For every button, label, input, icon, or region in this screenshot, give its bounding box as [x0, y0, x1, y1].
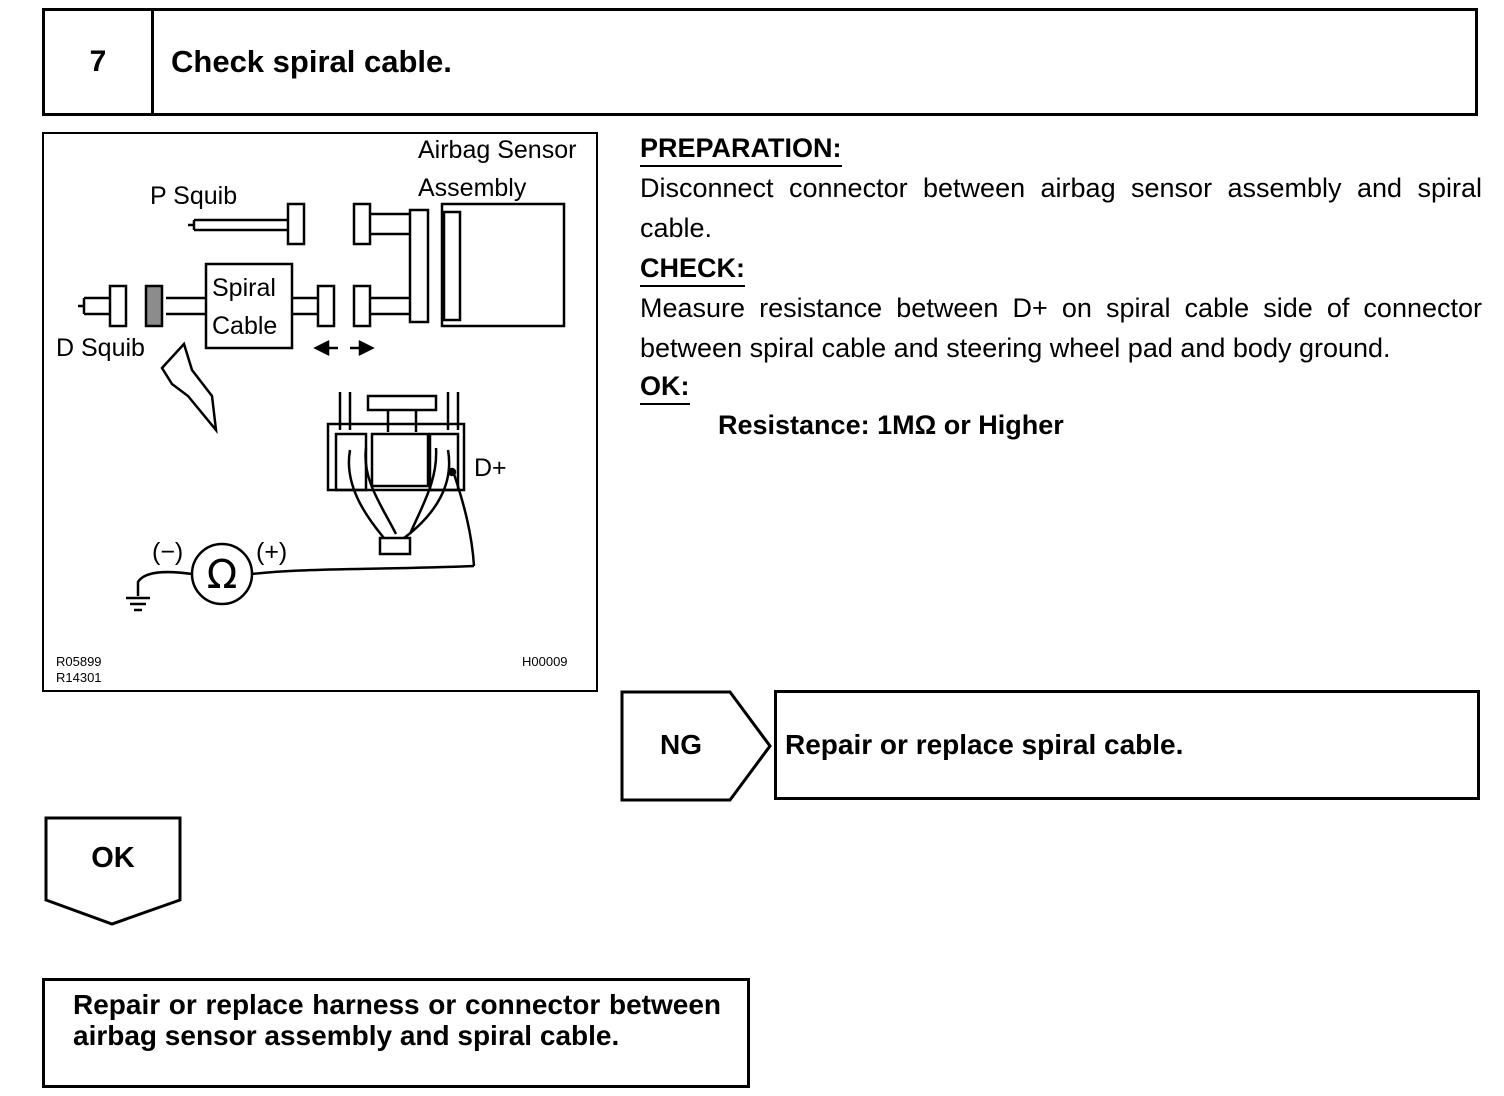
p-squib-label: P Squib [150, 182, 237, 210]
check-text: Measure resistance between D+ on spiral … [640, 293, 1482, 363]
ohmmeter-minus-lead [136, 570, 193, 596]
d-sensor-wire [370, 296, 410, 316]
spiral-cable-box [204, 262, 294, 350]
p-squib-connector [286, 202, 306, 246]
d-squib-shaded-connector [144, 284, 164, 328]
figure-code-1: R05899 [56, 654, 102, 669]
instructions: PREPARATION: Disconnect connector betwee… [640, 128, 1482, 445]
step-header: 7 Check spiral cable. [42, 8, 1478, 116]
p-sensor-wire [370, 212, 410, 236]
minus-label: (−) [152, 538, 183, 566]
d-squib-wire [78, 296, 110, 316]
pointer-arrow [160, 341, 218, 435]
step-title: Check spiral cable. [171, 44, 452, 79]
figure-code-3: H00009 [522, 654, 568, 669]
p-squib-mating-connector [352, 202, 372, 246]
preparation-text: Disconnect connector between airbag sens… [640, 173, 1482, 243]
diagram-drawing: Airbag Sensor Assembly P Squib D Squib S… [56, 136, 576, 685]
sensor-connector [408, 208, 430, 324]
plus-label: (+) [256, 538, 287, 566]
ok-result-box: Repair or replace harness or connector b… [42, 978, 750, 1088]
ok-arrow-tag [44, 816, 182, 926]
spiral-connector [316, 284, 336, 328]
preparation-heading: PREPARATION: [640, 131, 842, 167]
wiring-diagram: Airbag Sensor Assembly P Squib D Squib S… [42, 132, 598, 692]
spiral-right-wire [292, 296, 318, 316]
step-number: 7 [45, 11, 154, 113]
ok-result-text: Repair or replace harness or connector b… [73, 989, 721, 1051]
resistance-spec: Resistance: 1MΩ or Higher [718, 410, 1064, 440]
check-heading: CHECK: [640, 251, 745, 287]
ground-icon [126, 596, 150, 612]
spiral-mating-connector [352, 284, 372, 328]
ohm-symbol: Ω [207, 552, 238, 598]
ng-result-text: Repair or replace spiral cable. [785, 729, 1184, 760]
ng-label: NG [660, 729, 702, 760]
assembly-label: Assembly [418, 174, 527, 202]
d-plus-label: D+ [474, 454, 507, 482]
ng-arrow-tag [620, 690, 772, 802]
d-squib-label: D Squib [56, 334, 145, 362]
airbag-sensor-box [440, 202, 566, 328]
airbag-sensor-label: Airbag Sensor [418, 136, 576, 164]
spiral-label: Spiral [212, 274, 276, 302]
ok-label: OK [91, 841, 135, 874]
figure-code-2: R14301 [56, 670, 102, 685]
spiral-left-wire [166, 296, 206, 316]
d-squib-connector [108, 284, 128, 328]
p-squib-wire [188, 218, 288, 232]
ng-result-box: Repair or replace spiral cable. [774, 690, 1480, 800]
ok-heading: OK: [640, 369, 690, 405]
cable-label: Cable [212, 312, 277, 340]
ohmmeter-plus-lead [251, 564, 475, 576]
sensor-inner-connector [442, 210, 462, 322]
connector-detail [326, 392, 476, 567]
